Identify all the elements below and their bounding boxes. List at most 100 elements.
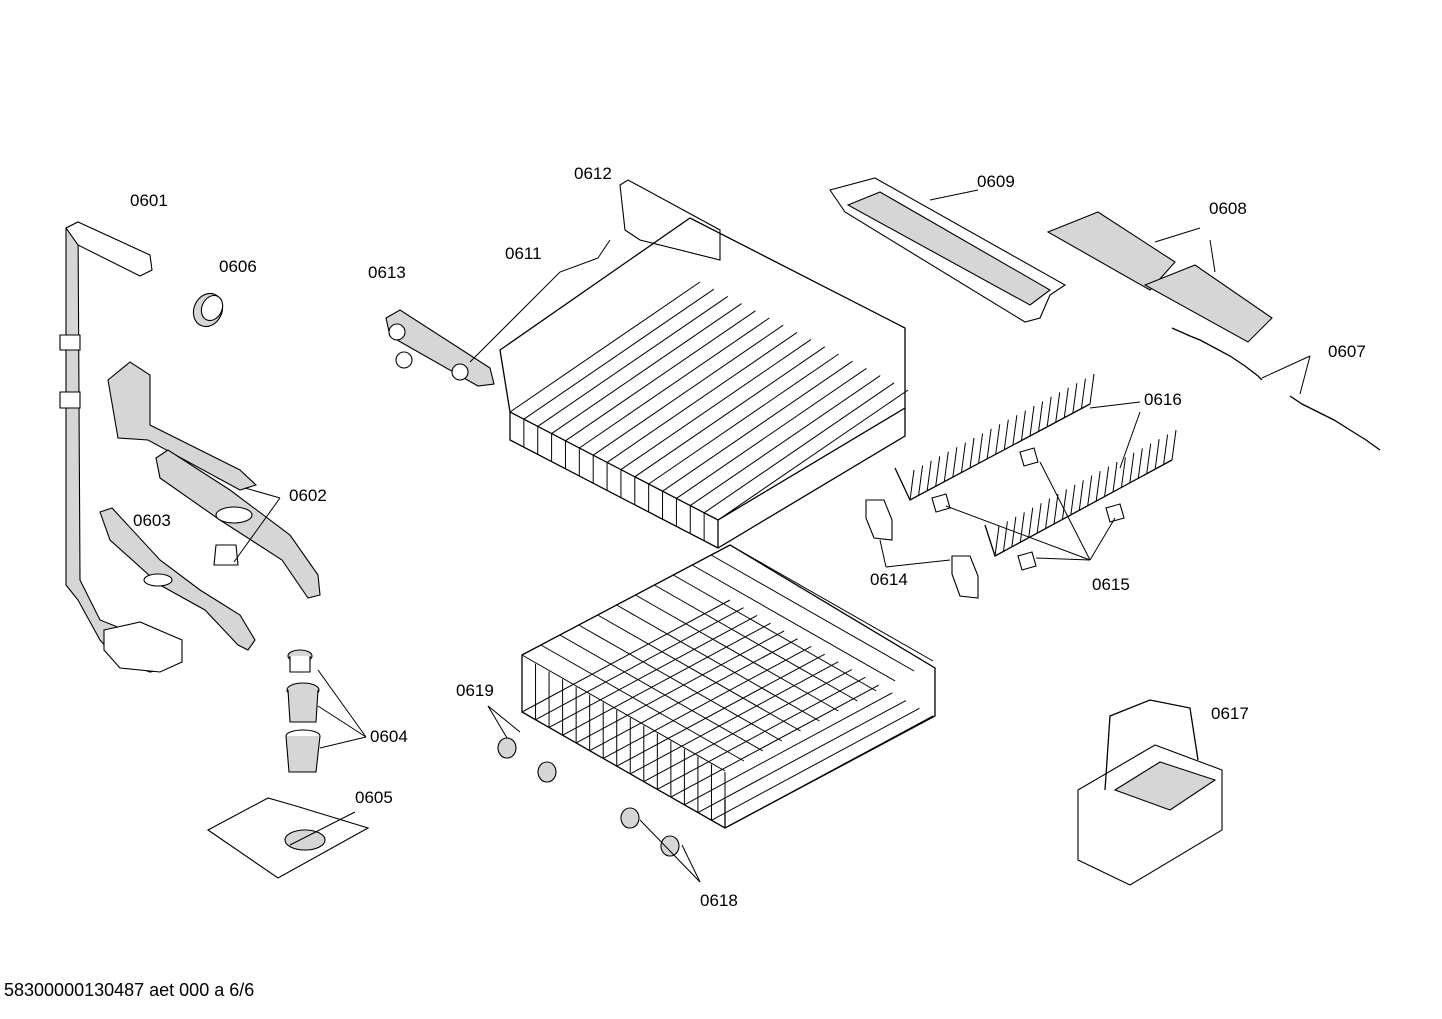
- wire-segment: [1020, 410, 1026, 441]
- part-0603-lower-spray-arm: [99, 507, 256, 651]
- wire-segment: [717, 389, 909, 521]
- part-0605-flat-filter: [206, 797, 370, 879]
- label-0618: 0618: [700, 891, 738, 910]
- wire-segment: [1036, 503, 1042, 534]
- wire-segment: [1055, 392, 1061, 423]
- wire-segment: [1061, 489, 1067, 520]
- wire-segment: [579, 317, 770, 449]
- wire-segment: [1112, 461, 1118, 493]
- wire-segment: [926, 460, 932, 491]
- part-0604-filters: [285, 649, 321, 773]
- wire-segment: [509, 281, 701, 413]
- wire-segment: [711, 707, 920, 821]
- wire-segment: [710, 554, 915, 672]
- wire-segment: [703, 382, 895, 514]
- wire-segment: [1163, 434, 1169, 465]
- wire-segment: [559, 634, 764, 752]
- wire-segment: [1104, 466, 1110, 497]
- wire-segment: [1070, 484, 1076, 515]
- wire-segment: [1029, 405, 1035, 437]
- wire-segment: [909, 469, 915, 501]
- wire-segment: [657, 676, 866, 790]
- label-0604: 0604: [370, 727, 408, 746]
- part-0618-wheels: [620, 807, 680, 857]
- part-0606-cap: [192, 292, 224, 328]
- wire-segment: [1046, 396, 1052, 427]
- wire-segment: [521, 654, 726, 772]
- wire-segment: [620, 339, 812, 471]
- part-0612-bracket: [619, 179, 721, 261]
- wire-segment: [592, 324, 784, 456]
- wire-segment: [648, 353, 839, 485]
- wire-segment: [684, 692, 893, 806]
- wire-segment: [1063, 387, 1069, 418]
- wire-segment: [1137, 448, 1143, 479]
- wire-segment: [1087, 475, 1093, 506]
- label-0617: 0617: [1211, 704, 1249, 723]
- wire-segment: [589, 638, 798, 752]
- wire-segment: [616, 653, 825, 767]
- wire-segment: [551, 303, 742, 435]
- wire-segment: [616, 604, 820, 722]
- label-0612: 0612: [574, 164, 612, 183]
- wire-segment: [1072, 383, 1078, 414]
- part-0601-supply-pipe: [59, 221, 183, 673]
- wire-segment: [960, 442, 966, 473]
- label-0615: 0615: [1092, 575, 1130, 594]
- label-0619: 0619: [456, 681, 494, 700]
- part-lower-basket: [521, 544, 936, 829]
- label-0616: 0616: [1144, 390, 1182, 409]
- wire-segment: [1053, 493, 1059, 525]
- wire-segment: [602, 645, 812, 759]
- wire-segment: [1019, 512, 1025, 543]
- wire-segment: [918, 465, 924, 496]
- wire-segment: [995, 424, 1001, 455]
- label-0614: 0614: [870, 570, 908, 589]
- wire-segment: [643, 669, 853, 783]
- label-0607: 0607: [1328, 342, 1366, 361]
- part-0609-cutlery-tray: [829, 177, 1067, 323]
- wire-segment: [689, 375, 881, 507]
- wire-segment: [1003, 419, 1009, 450]
- part-0616-tine-rows: [894, 373, 1177, 557]
- wire-segment: [634, 346, 826, 478]
- leader-lines: [233, 189, 1311, 883]
- label-0601: 0601: [130, 191, 168, 210]
- wire-segment: [565, 310, 756, 442]
- wire-segment: [1078, 480, 1084, 511]
- drawing-number: 58300000130487 aet 000 a 6/6: [4, 980, 255, 1000]
- wire-segment: [1002, 521, 1008, 552]
- label-0605: 0605: [355, 788, 393, 807]
- wire-segment: [1028, 507, 1034, 538]
- wire-segment: [978, 433, 984, 464]
- part-0607-step-racks: [1171, 327, 1381, 451]
- wire-segment: [935, 456, 941, 487]
- wire-segment: [521, 599, 731, 713]
- part-0613-roller-assembly: [385, 309, 495, 387]
- wire-segment: [1038, 401, 1044, 432]
- wire-segment: [537, 295, 729, 427]
- wire-segment: [578, 624, 782, 742]
- wire-segment: [1154, 439, 1160, 470]
- wire-segment: [676, 367, 867, 499]
- wire-segment: [1171, 429, 1177, 461]
- wire-segment: [548, 615, 758, 728]
- wire-segment: [654, 584, 858, 702]
- wire-segment: [691, 564, 896, 682]
- wire-segment: [535, 607, 744, 721]
- label-0611: 0611: [505, 244, 542, 263]
- wire-segment: [1120, 457, 1126, 488]
- label-0608: 0608: [1209, 199, 1247, 218]
- label-0602: 0602: [289, 486, 327, 505]
- wire-segment: [1089, 373, 1095, 405]
- wire-segment: [562, 622, 771, 736]
- wire-segment: [1012, 415, 1018, 446]
- part-0614-clips: [865, 499, 979, 599]
- wire-segment: [994, 525, 1000, 557]
- wire-segment: [1095, 471, 1101, 502]
- wire-segment: [1045, 498, 1051, 529]
- wire-segment: [575, 630, 785, 744]
- part-0617-cutlery-basket: [1077, 699, 1223, 886]
- label-0609: 0609: [977, 172, 1015, 191]
